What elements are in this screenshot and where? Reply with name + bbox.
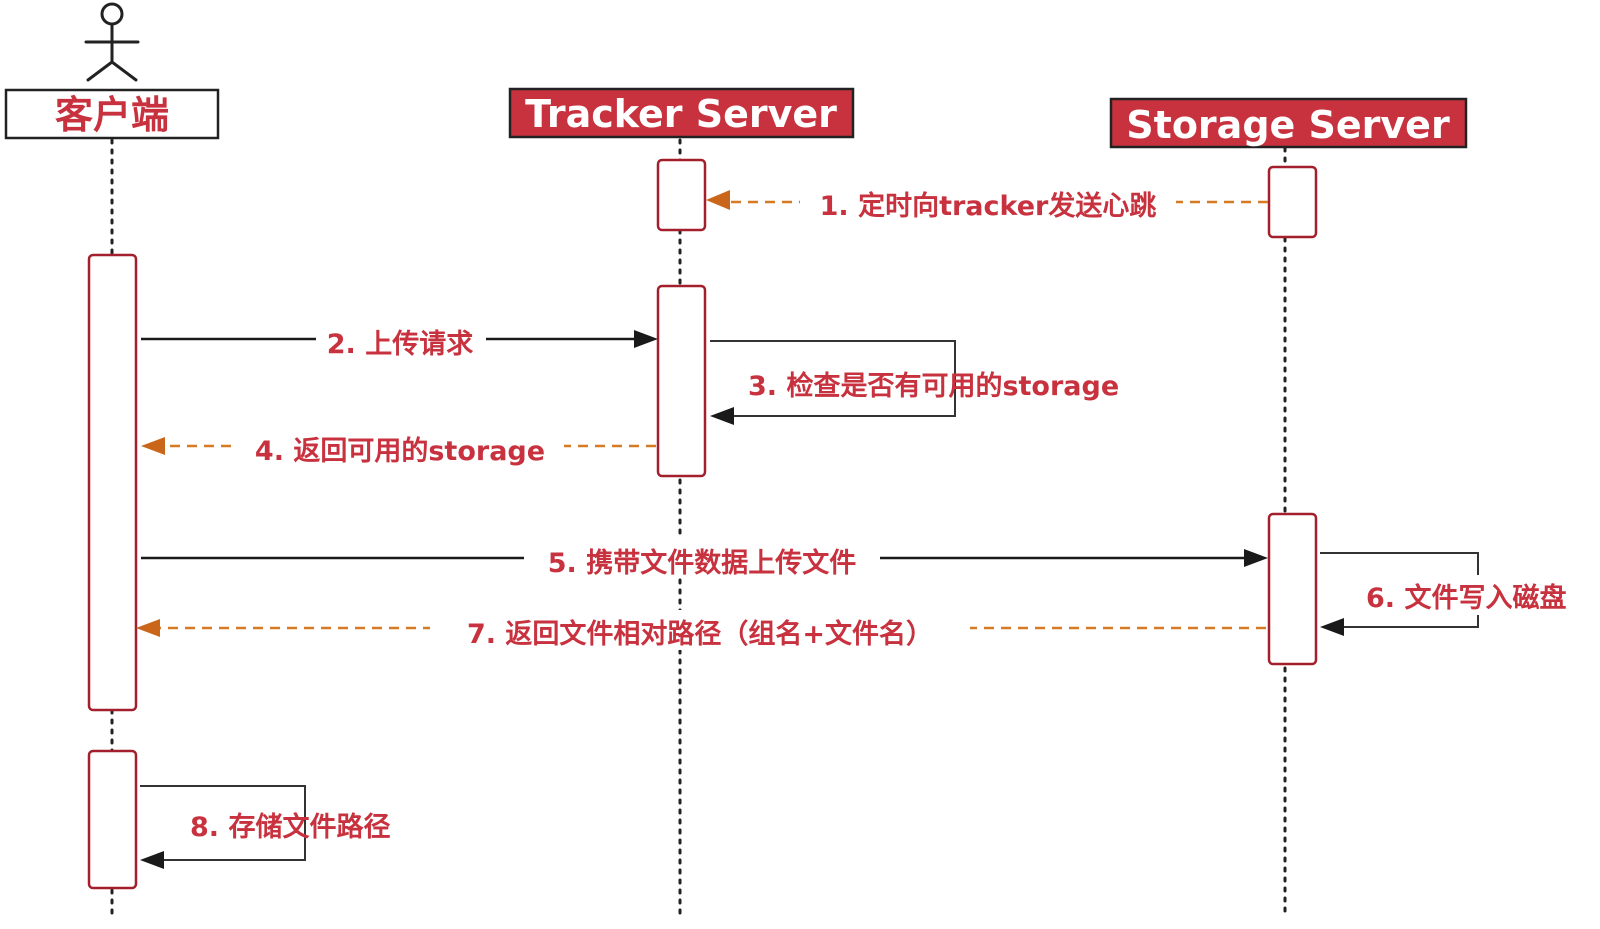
message-8-label: 8. 存储文件路径 (190, 811, 390, 843)
tracker-activation-heartbeat (656, 158, 707, 232)
message-3-check-storage: 3. 检查是否有可用的storage (710, 340, 1119, 425)
tracker-participant: Tracker Server (508, 87, 855, 139)
message-6-label: 6. 文件写入磁盘 (1366, 582, 1566, 614)
client-activation-main (87, 253, 138, 712)
message-1-heartbeat: 1. 定时向tracker发送心跳 (706, 182, 1268, 222)
message-7-label: 7. 返回文件相对路径（组名+文件名） (467, 618, 933, 650)
storage-activation-upload (1267, 512, 1318, 666)
client-participant: 客户端 (4, 88, 220, 140)
tracker-label: Tracker Server (525, 92, 837, 136)
user-actor-icon (84, 2, 140, 82)
client-label: 客户端 (55, 93, 169, 137)
storage-activation-heartbeat (1267, 165, 1318, 239)
storage-participant: Storage Server (1109, 97, 1468, 149)
message-3-label: 3. 检查是否有可用的storage (748, 370, 1119, 402)
tracker-activation-request (656, 284, 707, 478)
message-4-label: 4. 返回可用的storage (255, 435, 545, 467)
message-5-upload-file: 5. 携带文件数据上传文件 (141, 538, 1268, 579)
storage-label: Storage Server (1126, 103, 1450, 147)
message-6-write-disk: 6. 文件写入磁盘 (1320, 552, 1596, 636)
client-activation-save (87, 749, 138, 890)
message-2-upload-request: 2. 上传请求 (141, 320, 658, 360)
message-2-label: 2. 上传请求 (327, 329, 473, 360)
message-7-return-path: 7. 返回文件相对路径（组名+文件名） (136, 610, 1266, 650)
message-8-save-path: 8. 存储文件路径 (140, 785, 390, 869)
message-4-return-storage: 4. 返回可用的storage (141, 426, 656, 467)
message-5-label: 5. 携带文件数据上传文件 (548, 547, 856, 579)
message-1-label: 1. 定时向tracker发送心跳 (820, 190, 1157, 222)
